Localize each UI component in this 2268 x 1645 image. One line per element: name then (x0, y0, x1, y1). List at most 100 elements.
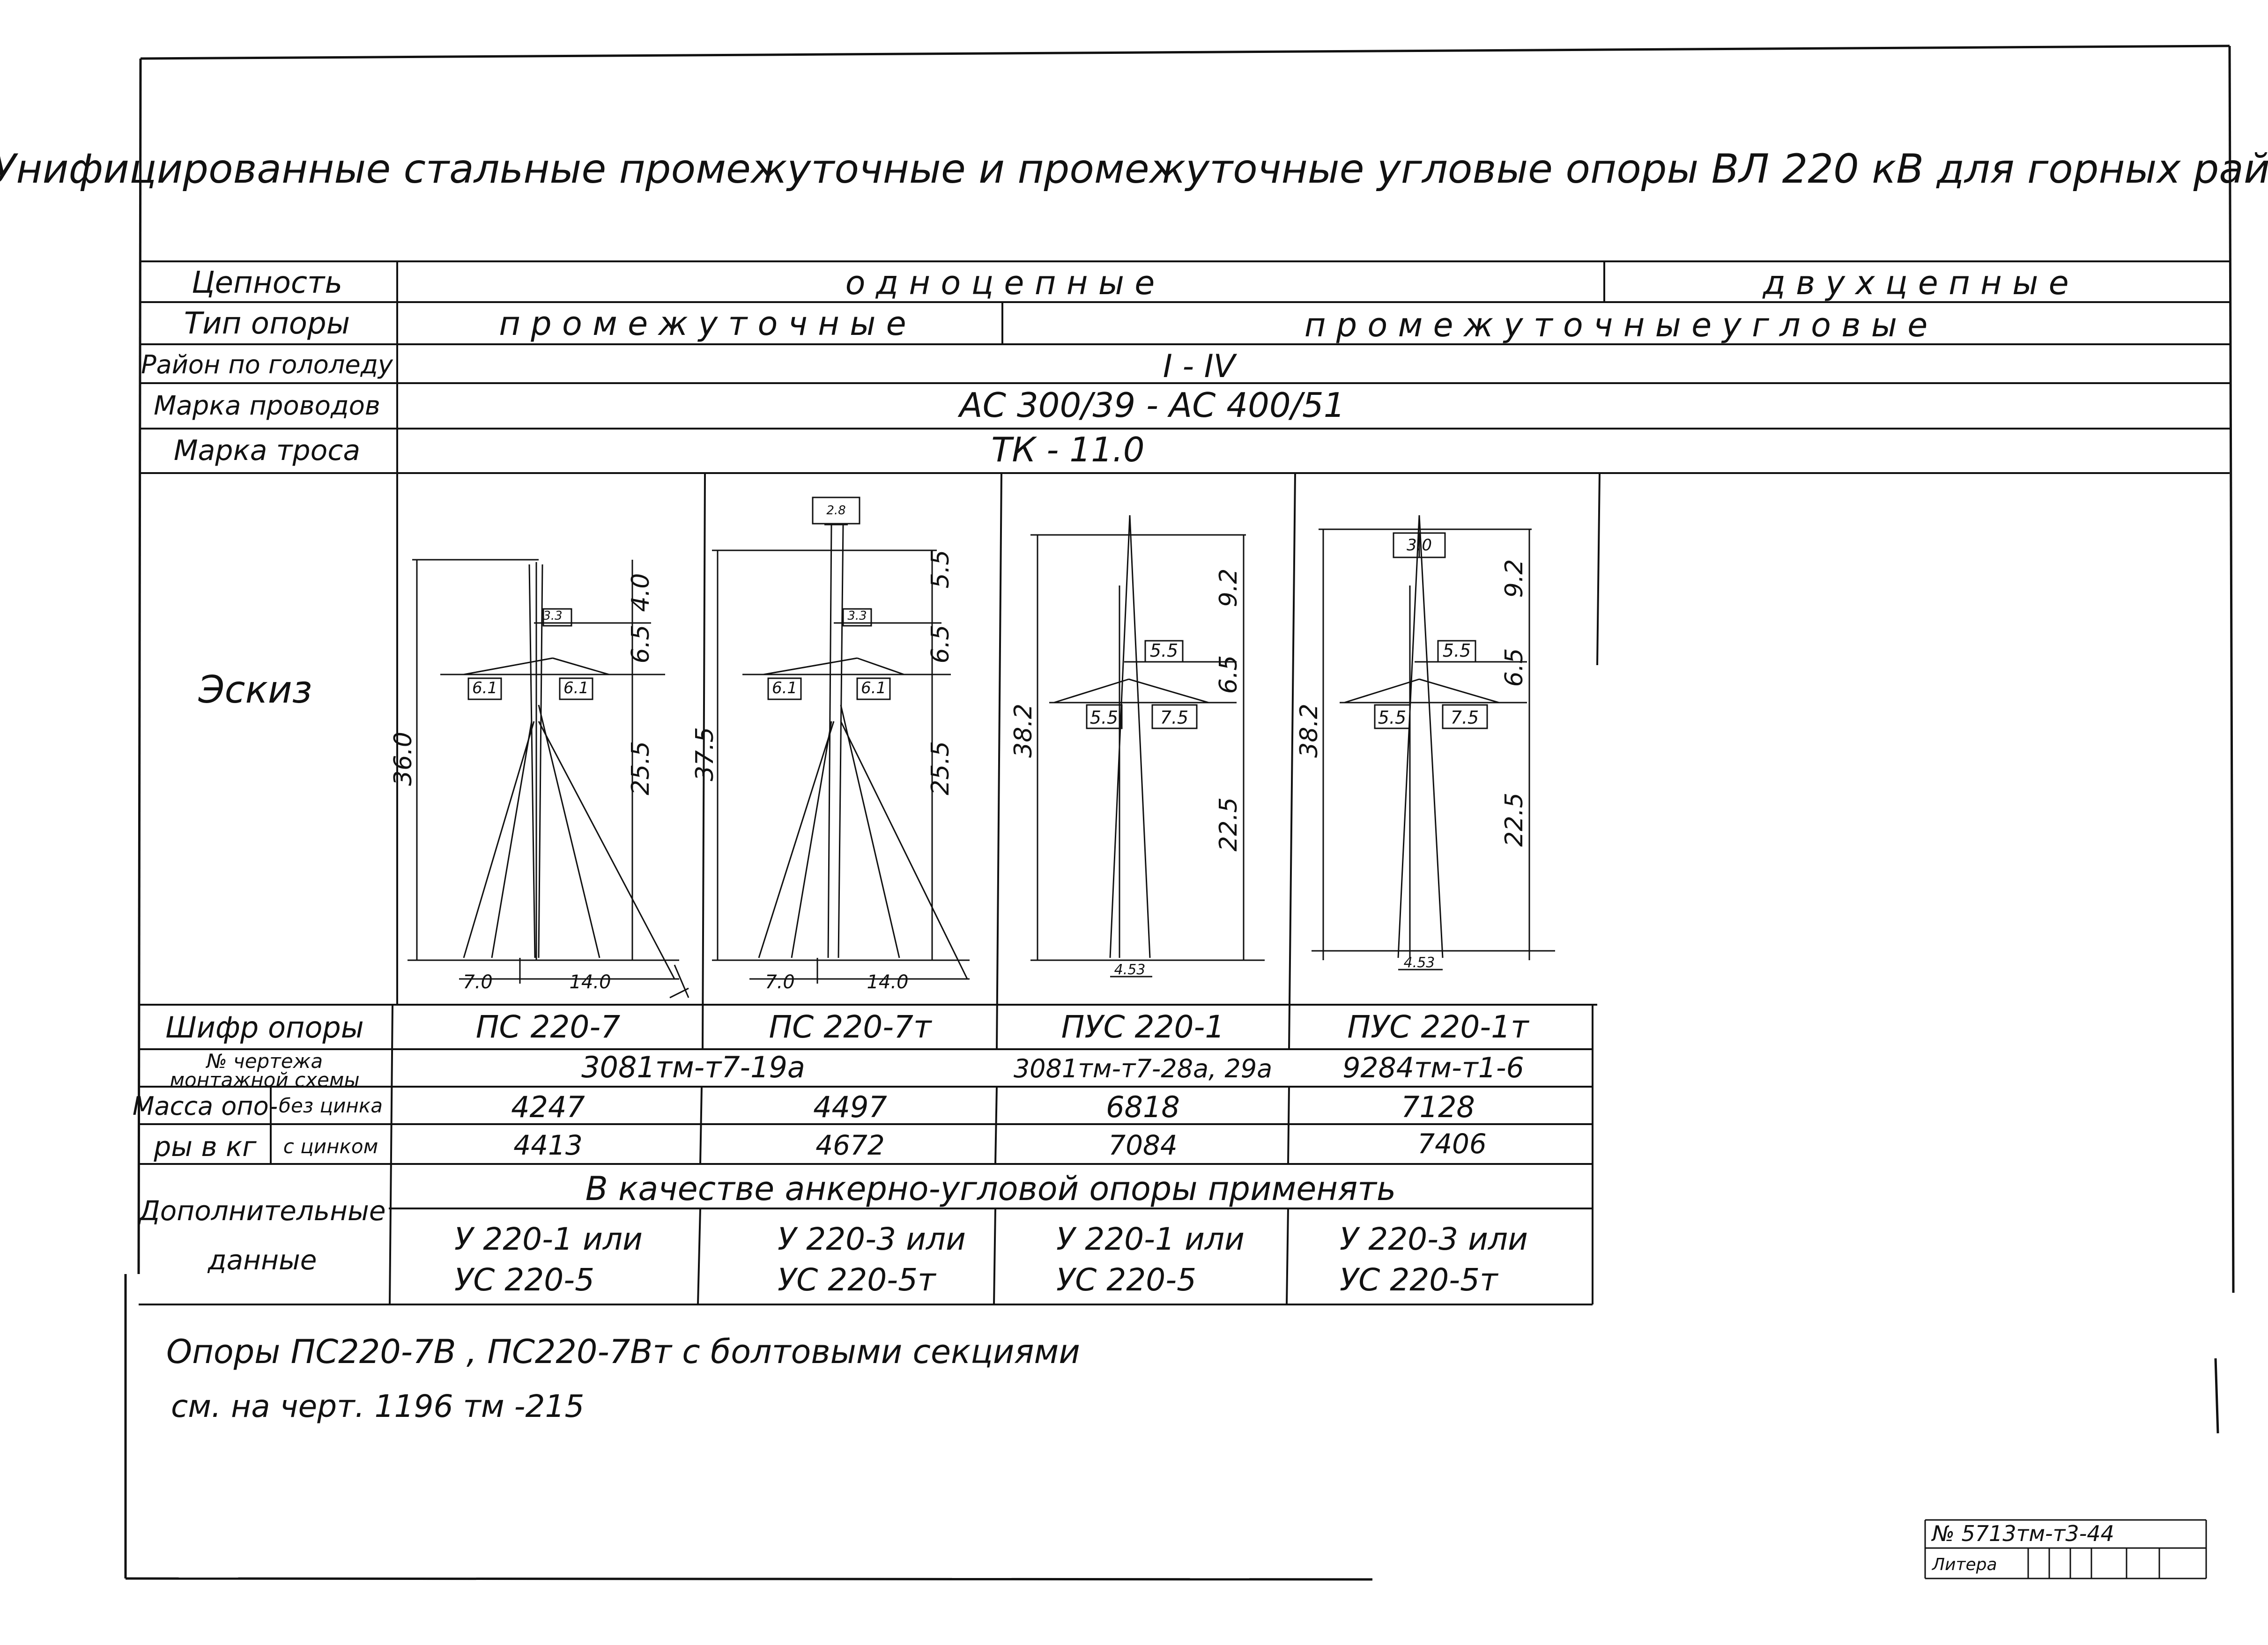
label-mass-1: Масса опо- (133, 1091, 278, 1121)
code-4: ПУС 220-1т (1347, 1009, 1530, 1045)
dim-top: 5.5 (926, 550, 955, 589)
dim-base-left: 7.0 (463, 971, 493, 993)
header-values: о д н о ц е п н ы е д в у х ц е п н ы е … (499, 264, 2068, 469)
mass-rows: 4247 4497 6818 7128 4413 4672 7084 7406 (511, 1090, 1487, 1161)
extra-2-b: УС 220-5т (778, 1262, 937, 1298)
code-2: ПС 220-7т (769, 1009, 933, 1045)
dim-arm-right: 7.5 (1451, 707, 1479, 728)
sketch-ps-220-7t (712, 496, 970, 984)
dim-arm-left: 5.5 (1090, 707, 1118, 728)
label-sketch: Эскиз (198, 668, 312, 711)
row-labels: Цепность Тип опоры Район по гололеду Мар… (133, 266, 393, 1276)
dim-base: 4.53 (1404, 955, 1435, 971)
dim-top: 4.0 (627, 573, 655, 612)
mass-no-zinc-2: 4497 (813, 1090, 887, 1124)
dim-low: 22.5 (1500, 793, 1528, 847)
title-block-stamp (1924, 1519, 2207, 1579)
ice-region-value: I - IV (1163, 348, 1238, 385)
label-tower-type: Тип опоры (184, 306, 350, 341)
dim-base: 4.53 (1114, 962, 1146, 978)
page-title: Унифицированные стальные промежуточные и… (0, 146, 2268, 193)
dim-arm-right: 6.1 (861, 679, 886, 697)
extra-4-b: УС 220-5т (1340, 1262, 1499, 1298)
dim-height: 38.2 (1009, 704, 1038, 758)
label-drawing-1: № чертежа (206, 1050, 323, 1073)
drawing-2: 3081тм-т7-28а, 29а (1014, 1054, 1272, 1083)
dim-base-left: 7.0 (765, 971, 795, 993)
dim-mid: 6.5 (627, 625, 655, 664)
circuits-double: д в у х ц е п н ы е (1762, 264, 2068, 302)
code-1: ПС 220-7 (476, 1009, 620, 1045)
type-intermediate-angle: п р о м е ж у т о ч н ы е у г л о в ы е (1304, 306, 1928, 344)
dim-base-right: 14.0 (569, 971, 611, 993)
dim-mid: 6.5 (1500, 648, 1528, 687)
note-line-1: Опоры ПС220-7В , ПС220-7Вт с болтовыми с… (166, 1333, 1080, 1371)
dim-box: 5.5 (1443, 640, 1471, 661)
dim-base-right: 14.0 (867, 971, 908, 993)
extra-3-b: УС 220-5 (1056, 1262, 1196, 1298)
sketch-pus-220-1 (1030, 515, 1265, 978)
label-mass-2: ры в кг (153, 1131, 257, 1163)
conductor-value: АС 300/39 - АС 400/51 (957, 385, 1345, 425)
extra-1-b: УС 220-5 (454, 1262, 594, 1298)
mass-no-zinc-4: 7128 (1401, 1090, 1475, 1124)
extra-span: В качестве анкерно-угловой опоры применя… (586, 1170, 1396, 1208)
extra-4-a: У 220-3 или (1340, 1221, 1528, 1257)
dim-arm-right: 7.5 (1160, 707, 1188, 728)
label-with-zinc: с цинком (283, 1135, 378, 1158)
mass-with-zinc-3: 7084 (1108, 1129, 1178, 1161)
extra-row: В качестве анкерно-угловой опоры применя… (454, 1170, 1528, 1298)
dim-box: 3.3 (847, 609, 867, 623)
drawing-1: 3081тм-т7-19а (581, 1050, 805, 1084)
sheet-frame (124, 44, 2235, 1581)
extra-3-a: У 220-1 или (1056, 1221, 1245, 1257)
label-ice-region: Район по гололеду (141, 350, 393, 379)
sketch-ps-220-7-dims: 3.3 6.1 6.1 7.0 14.0 36.0 4.0 6.5 25.5 (389, 573, 655, 993)
label-drawing-2: монтажной схемы (170, 1068, 359, 1091)
dim-height: 36.0 (389, 732, 417, 786)
dim-head: 2.8 (826, 504, 845, 518)
extra-1-a: У 220-1 или (454, 1221, 643, 1257)
stamp-label: Литера (1931, 1555, 1997, 1574)
sketch-pus-220-1t (1312, 515, 1555, 971)
sketch-ps-220-7t-dims: 2.8 3.3 6.1 6.1 7.0 14.0 37.5 5.5 6.5 25… (691, 504, 955, 993)
label-extra-2: данные (208, 1244, 317, 1276)
label-no-zinc: без цинка (279, 1094, 383, 1117)
code-row: ПС 220-7 ПС 220-7т ПУС 220-1 ПУС 220-1т (476, 1009, 1530, 1045)
label-conductor: Марка проводов (154, 391, 380, 421)
mass-no-zinc-1: 4247 (511, 1090, 585, 1124)
label-cable: Марка троса (174, 434, 360, 467)
sketch-pus-220-1t-dims: 3.0 5.5 5.5 7.5 4.53 38.2 9.2 6.5 22.5 (1295, 536, 1528, 971)
dim-head: 3.0 (1407, 536, 1432, 555)
mass-with-zinc-1: 4413 (513, 1129, 583, 1161)
cable-value: ТК - 11.0 (991, 430, 1144, 469)
sketch-ps-220-7 (408, 559, 689, 999)
dim-mid: 6.5 (926, 625, 955, 664)
dim-arm-left: 5.5 (1378, 707, 1406, 728)
dim-height: 38.2 (1295, 704, 1323, 758)
dim-low: 22.5 (1215, 797, 1243, 852)
type-intermediate: п р о м е ж у т о ч н ы е (499, 304, 906, 343)
code-3: ПУС 220-1 (1061, 1009, 1225, 1045)
dim-arm-right: 6.1 (563, 679, 589, 697)
mass-no-zinc-3: 6818 (1106, 1090, 1180, 1124)
circuits-single: о д н о ц е п н ы е (845, 264, 1155, 302)
mass-with-zinc-2: 4672 (815, 1129, 885, 1161)
drawing-row: 3081тм-т7-19а 3081тм-т7-28а, 29а 9284тм-… (581, 1050, 1524, 1084)
dim-mid: 6.5 (1215, 655, 1243, 694)
dim-arm-left: 6.1 (772, 679, 797, 697)
dim-top: 9.2 (1215, 569, 1243, 608)
dim-top: 9.2 (1500, 559, 1528, 598)
dim-low: 25.5 (926, 741, 955, 795)
mass-with-zinc-4: 7406 (1417, 1128, 1487, 1160)
stamp-number: № 5713тм-т3-44 (1931, 1521, 2114, 1546)
sketch-pus-220-1-dims: 5.5 5.5 7.5 4.53 38.2 9.2 6.5 22.5 (1009, 569, 1243, 978)
label-code: Шифр опоры (165, 1010, 363, 1045)
label-extra-1: Дополнительные (137, 1195, 385, 1227)
drawing-3: 9284тм-т1-6 (1342, 1052, 1524, 1084)
note-line-2: см. на черт. 1196 тм -215 (171, 1388, 584, 1424)
specs-table-grid (139, 260, 2230, 1305)
dim-height: 37.5 (691, 727, 719, 781)
